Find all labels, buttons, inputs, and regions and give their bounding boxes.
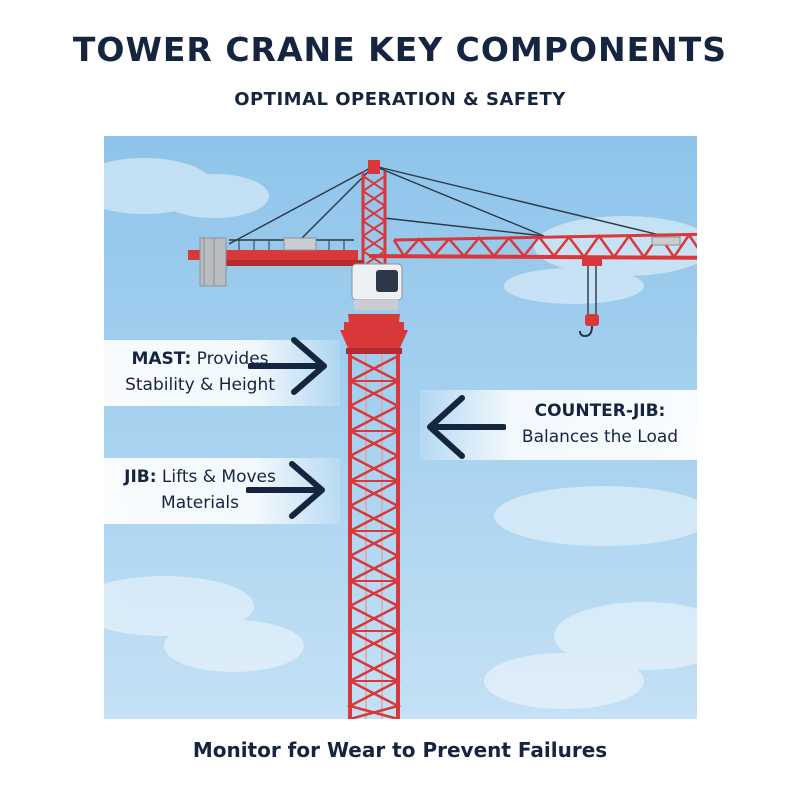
tower-peak xyxy=(361,160,387,267)
crane-hook-icon xyxy=(579,266,599,338)
operator-cab xyxy=(351,263,403,310)
jib-label-desc-2: Materials xyxy=(161,493,239,513)
jib-label-desc-1: Lifts & Moves xyxy=(156,467,276,487)
tie-cables xyxy=(228,165,665,247)
jib-structure xyxy=(368,232,697,266)
arrow-left-icon xyxy=(427,395,506,459)
mast-label: MAST: Provides Stability & Height xyxy=(60,340,340,406)
counter-jib-label-name: COUNTER-JIB: xyxy=(534,401,666,421)
jib-label-name: JIB: xyxy=(124,467,157,487)
mast-label-desc-2: Stability & Height xyxy=(125,375,275,395)
slewing-unit xyxy=(340,314,408,354)
counter-jib-structure xyxy=(188,237,364,287)
mast-label-name: MAST: xyxy=(131,349,192,369)
footer-note: Monitor for Wear to Prevent Failures xyxy=(192,738,608,762)
arrow-right-icon xyxy=(248,337,327,395)
mast-structure xyxy=(346,354,402,719)
arrow-right-icon xyxy=(246,461,325,519)
crane-illustration xyxy=(104,158,697,719)
cloud-icon xyxy=(104,158,697,709)
counter-jib-label-desc: Balances the Load xyxy=(521,427,679,447)
page-subtitle: OPTIMAL OPERATION & SAFETY xyxy=(234,89,566,110)
page-title: TOWER CRANE KEY COMPONENTS xyxy=(72,30,728,69)
